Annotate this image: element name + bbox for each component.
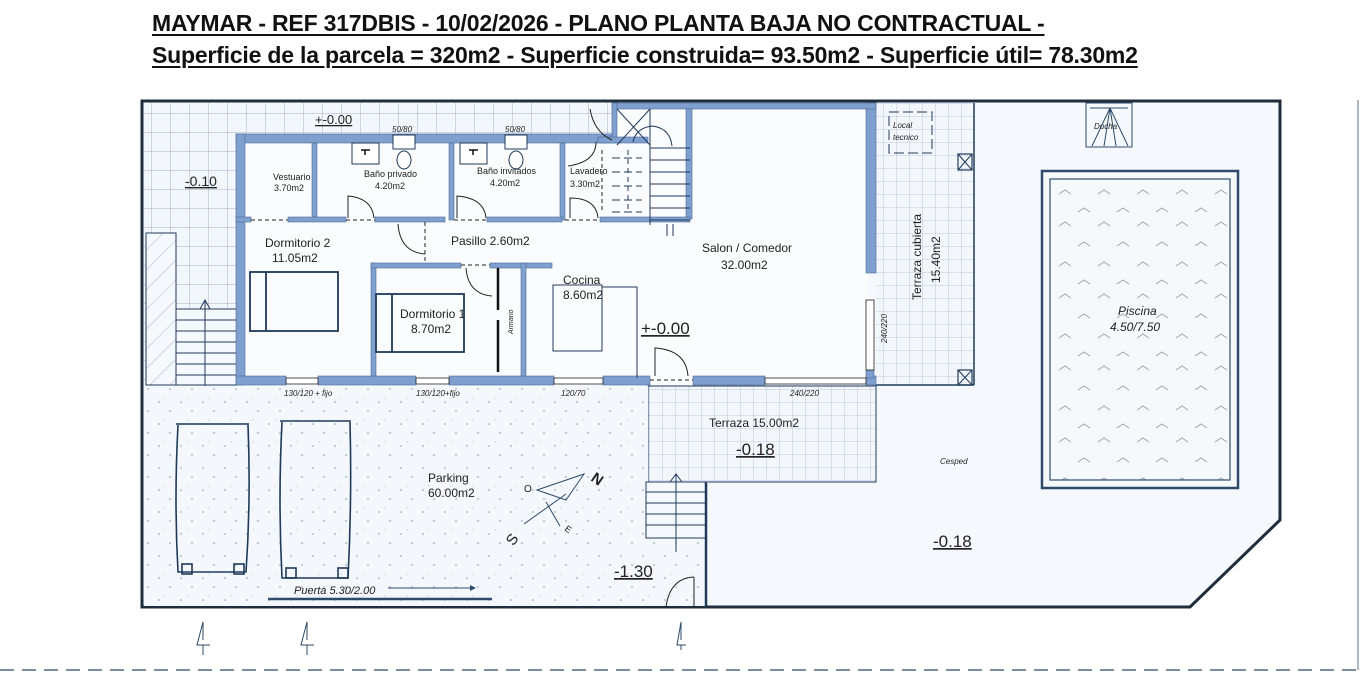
svg-text:60.00m2: 60.00m2 (428, 486, 475, 500)
wc-size-2: 50/80 (505, 125, 526, 134)
room-pasillo: Pasillo 2.60m2 (451, 234, 530, 248)
left-stairs (175, 298, 239, 402)
svg-text:11.05m2: 11.05m2 (272, 251, 318, 265)
room-dormitorio-2: Dormitorio 2 (265, 236, 331, 250)
pool-water (1049, 178, 1231, 481)
gate-label: Puerta 5.30/2.00 (294, 585, 376, 597)
pool-label: Piscina (1118, 304, 1157, 318)
shower-label: Ducha (1094, 122, 1118, 131)
room-vestuario: Vestuario (273, 172, 311, 182)
window-label-2: 130/120+fijo (416, 389, 460, 398)
drain-icon (957, 153, 973, 171)
svg-text:4.20m2: 4.20m2 (375, 181, 405, 191)
svg-text:tecnico: tecnico (893, 133, 919, 142)
level-left-patio: -0.10 (185, 173, 217, 189)
window-label-5: 240/220 (880, 314, 889, 344)
shower-icon (1085, 102, 1133, 148)
svg-text:8.60m2: 8.60m2 (563, 288, 603, 302)
level-terraza: -0.18 (736, 440, 775, 459)
door-swings (347, 108, 689, 377)
beds (249, 271, 465, 353)
svg-text:3.30m2: 3.30m2 (570, 179, 600, 189)
walls (235, 102, 877, 386)
svg-text:8.70m2: 8.70m2 (411, 322, 451, 336)
window-label-1: 130/120 + fijo (284, 389, 333, 398)
room-bano-invitados: Baño invitados (477, 166, 537, 176)
svg-text:4.50/7.50: 4.50/7.50 (1110, 320, 1160, 334)
house-interior (239, 137, 869, 385)
level-patio-top: +-0.00 (315, 112, 352, 127)
room-cocina: Cocina (563, 273, 601, 287)
room-armario: Armario (508, 309, 515, 335)
plan-surfaces: Superficie de la parcela = 320m2 - Super… (152, 42, 1138, 68)
section-markers (196, 621, 686, 655)
level-entrance: -1.30 (614, 562, 653, 581)
garden-label: Cesped (940, 457, 968, 466)
terraza-cubierta-area (876, 103, 974, 385)
svg-text:3.70m2: 3.70m2 (274, 183, 304, 193)
entrance-stairs (645, 473, 708, 607)
gate-indicator (268, 585, 492, 601)
plan-title: MAYMAR - REF 317DBIS - 10/02/2026 - PLAN… (152, 10, 1045, 36)
compass-icon (523, 473, 586, 527)
level-garden: -0.18 (933, 532, 972, 551)
parking-area (144, 386, 648, 606)
svg-text:15.40m2: 15.40m2 (929, 236, 943, 283)
room-lavadero: Lavadero (570, 166, 608, 176)
kitchen-counters (552, 284, 638, 378)
room-parking: Parking (428, 471, 469, 485)
room-dormitorio-1: Dormitorio 1 (400, 307, 466, 321)
compass-east: E (563, 523, 574, 535)
svg-text:4.20m2: 4.20m2 (490, 178, 520, 188)
room-terraza: Terraza 15.00m2 (709, 416, 799, 430)
compass-west: O (524, 484, 532, 495)
bathroom-fixtures (351, 134, 528, 170)
svg-text:32.00m2: 32.00m2 (721, 258, 768, 272)
level-interior: +-0.00 (641, 319, 690, 338)
local-tecnico-box (888, 111, 933, 154)
windows (285, 299, 875, 385)
terraza-area (648, 386, 876, 482)
drain-icon (957, 369, 973, 386)
window-label-3: 120/70 (561, 389, 586, 398)
wc-size-1: 50/80 (392, 125, 413, 134)
room-terraza-cubierta: Terraza cubierta (910, 214, 924, 300)
hatched-area (145, 232, 177, 386)
local-tecnico-label: Local (893, 121, 912, 130)
interior-stairs (612, 108, 690, 236)
window-label-4: 240/220 (789, 389, 819, 398)
room-bano-privado: Baño privado (364, 169, 417, 179)
car-icons (175, 420, 352, 579)
room-salon-comedor: Salon / Comedor (702, 241, 792, 255)
